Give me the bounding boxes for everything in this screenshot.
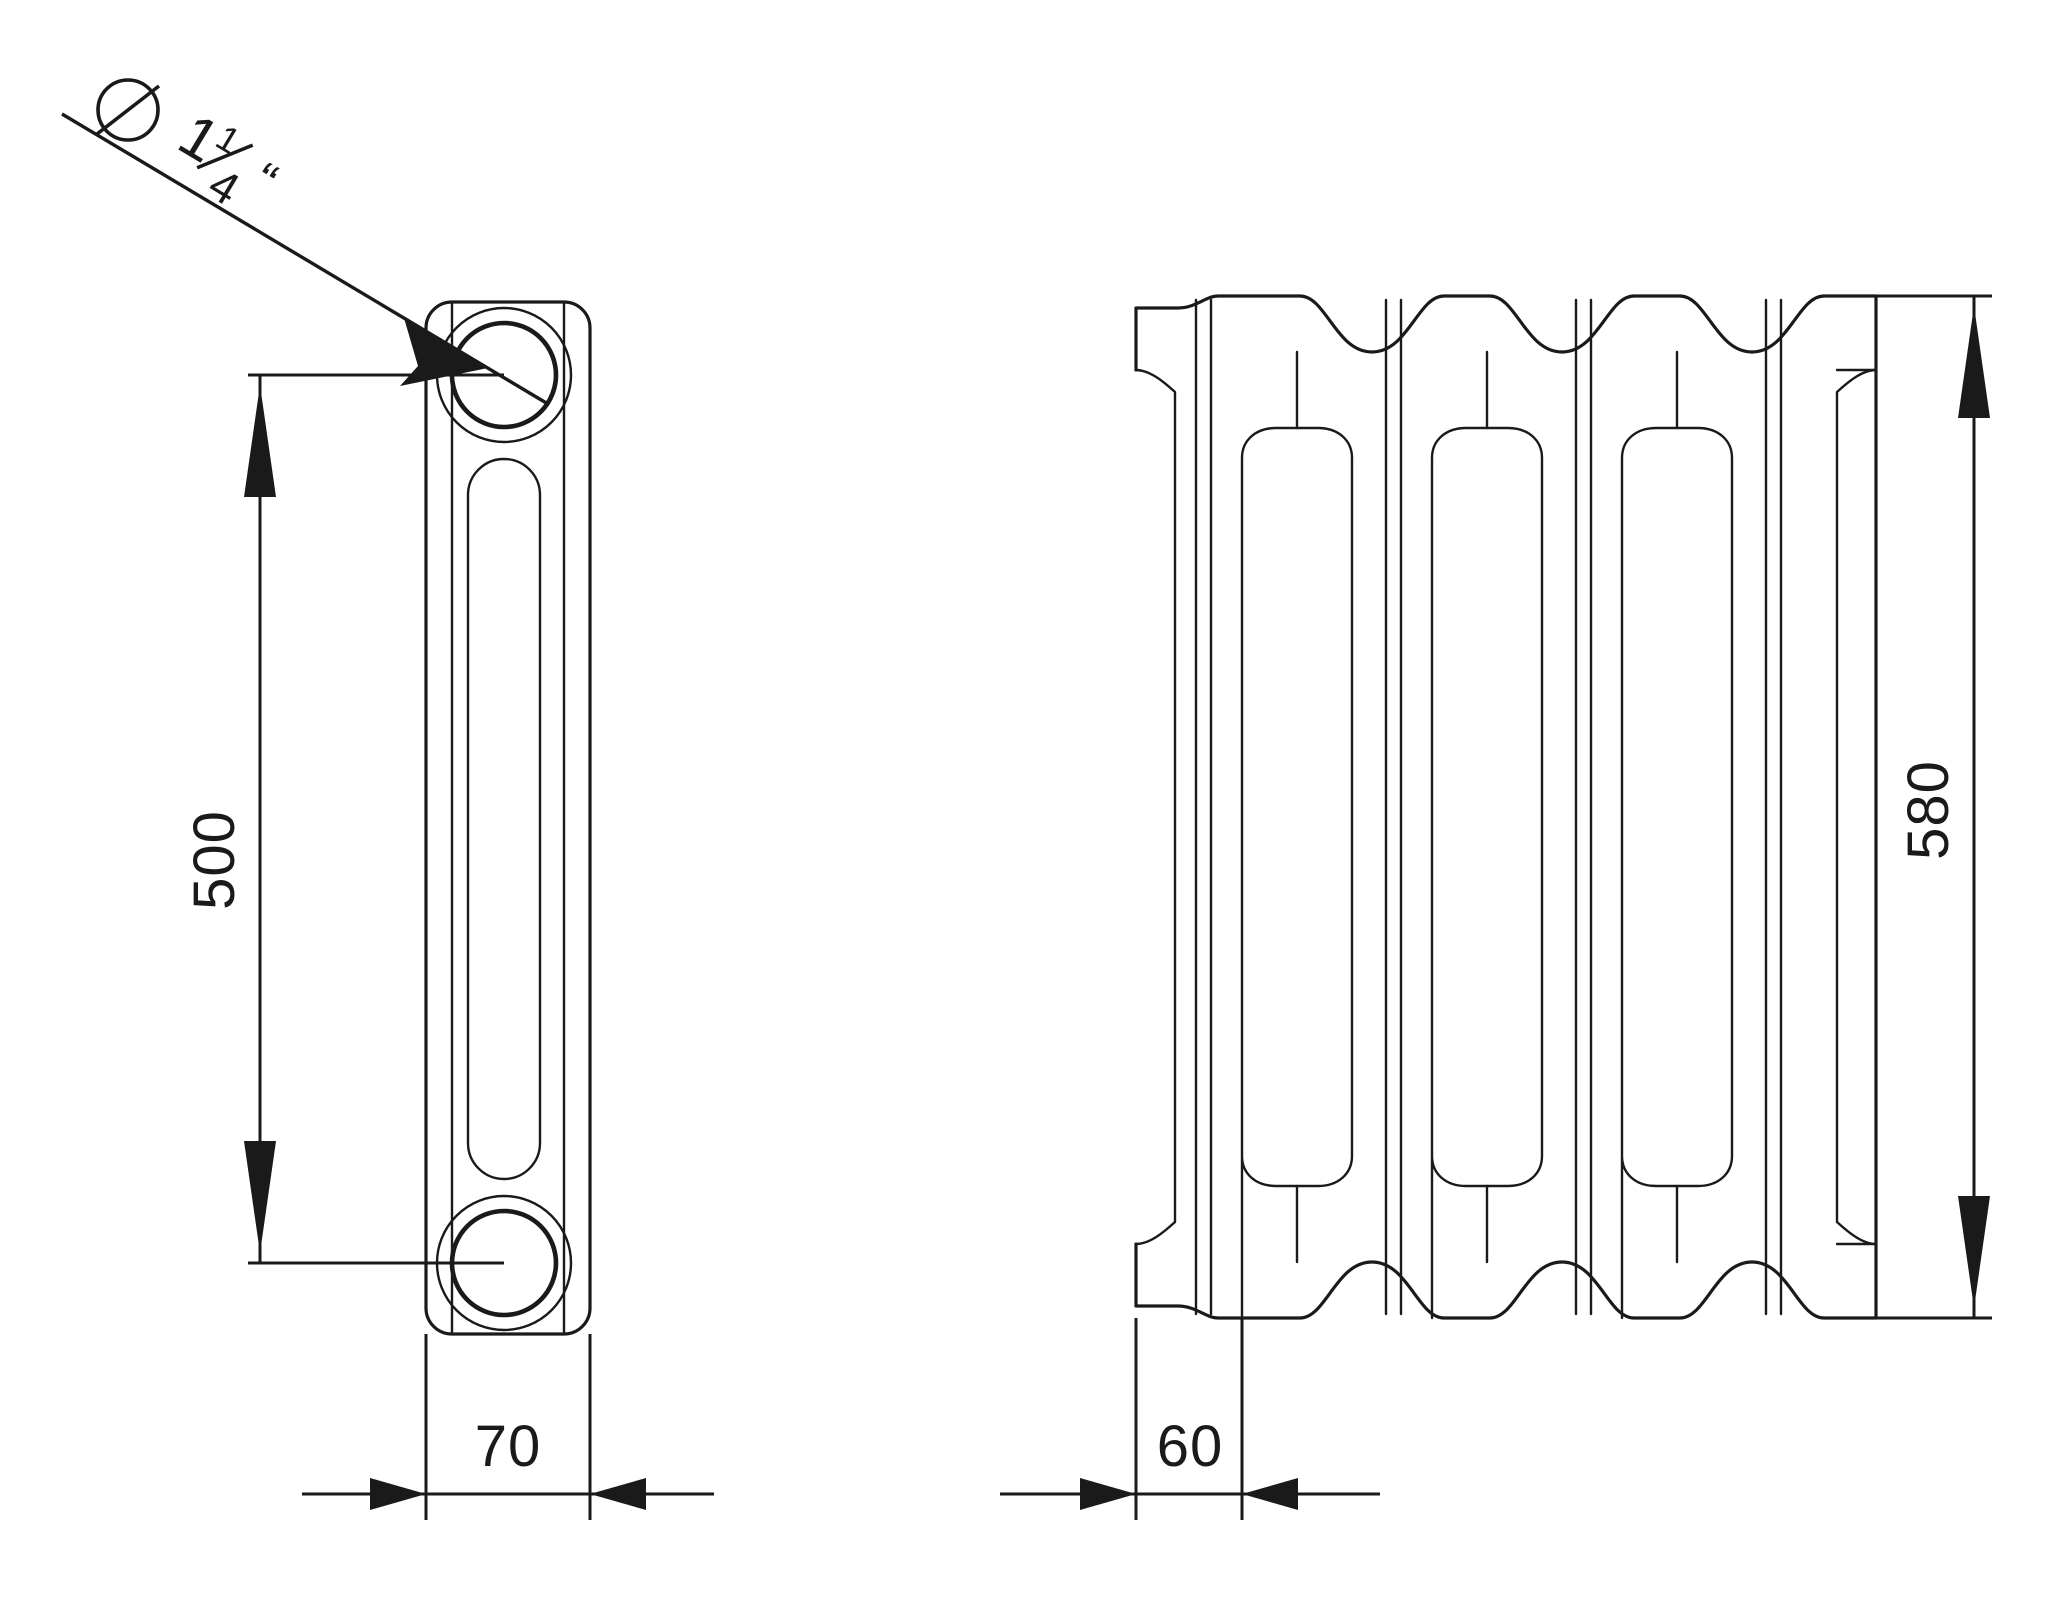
front-view-right-shoulder	[1835, 368, 1878, 1246]
dim-580-arrow-top	[1958, 306, 1990, 418]
dimension-70-group: 70	[302, 1414, 714, 1510]
callout-denominator: 4	[200, 157, 249, 215]
dimension-500-group: 500	[182, 373, 504, 1265]
front-view-left-shoulder-top	[1134, 368, 1177, 1246]
callout-inch-mark: “	[242, 152, 287, 211]
diameter-symbol-icon	[95, 78, 161, 142]
dim-500-arrow-top	[244, 385, 276, 497]
front-view-group	[1134, 294, 1992, 1520]
dimension-60-group: 60	[1000, 1414, 1380, 1510]
front-view-column-1	[1240, 426, 1354, 1320]
diameter-callout-text: 1 1 4 “	[168, 101, 287, 215]
front-view-outer-silhouette	[1134, 294, 1878, 1320]
diameter-callout-group: 1 1 4 “	[61, 78, 549, 406]
dim-60-label: 60	[1157, 1414, 1224, 1479]
dim-580-arrow-bottom	[1958, 1196, 1990, 1308]
side-view-center-slot	[466, 457, 542, 1181]
diameter-callout-arrowhead	[400, 318, 488, 386]
dim-500-label: 500	[182, 810, 247, 910]
front-view-column-3	[1620, 426, 1734, 1320]
dim-70-arrow-left	[370, 1478, 426, 1510]
dim-580-label: 580	[1896, 760, 1961, 860]
dim-70-arrow-right	[590, 1478, 646, 1510]
callout-fraction-bar	[196, 143, 254, 170]
dim-70-label: 70	[475, 1414, 542, 1479]
dimension-580-group: 580	[1896, 296, 1990, 1318]
front-view-column-2	[1430, 426, 1544, 1320]
dim-60-arrow-left	[1080, 1478, 1136, 1510]
side-view-group	[424, 300, 592, 1520]
dim-60-arrow-right	[1242, 1478, 1298, 1510]
dim-500-arrow-bottom	[244, 1141, 276, 1253]
